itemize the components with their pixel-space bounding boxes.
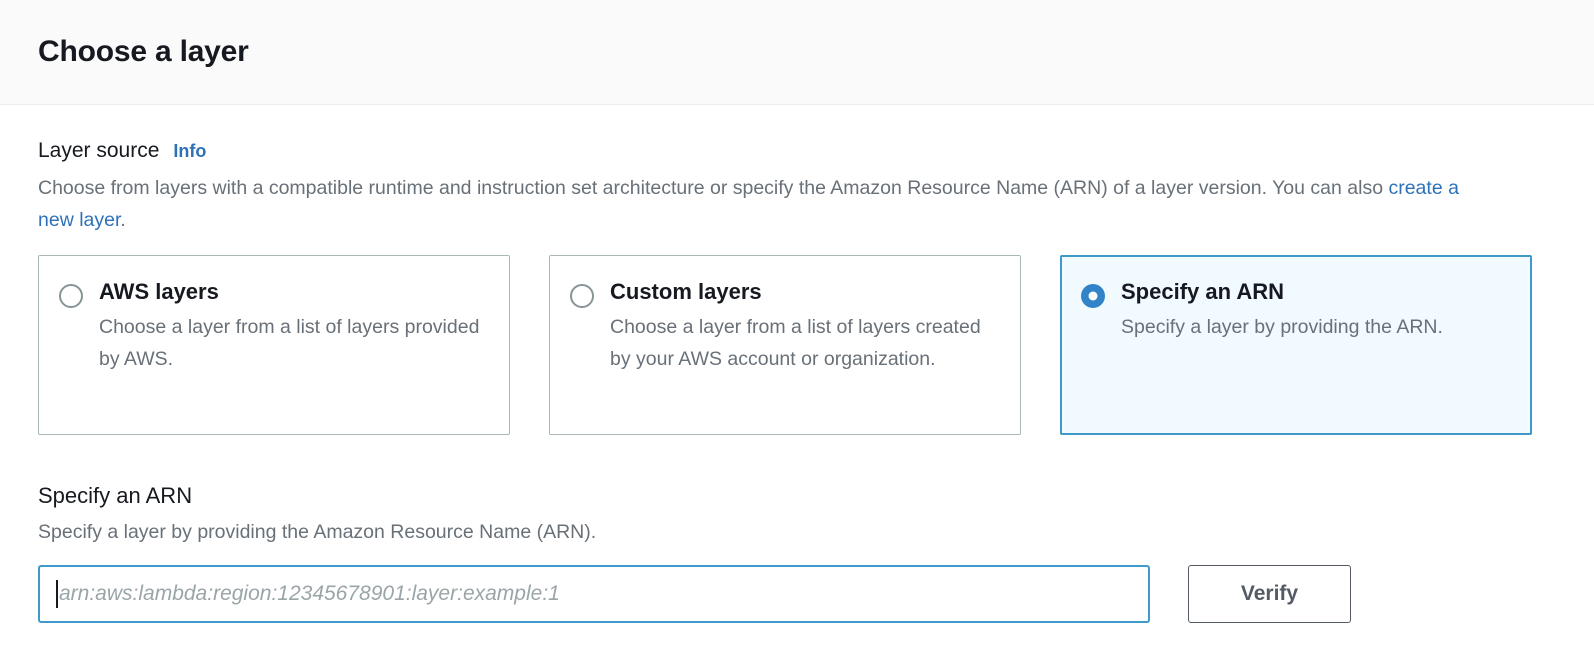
- radio-card-custom-layers-description: Choose a layer from a list of layers cre…: [610, 316, 981, 371]
- layer-source-description-text-1: Choose from layers with a compatible run…: [38, 177, 1389, 199]
- radio-card-aws-layers[interactable]: AWS layers Choose a layer from a list of…: [38, 255, 510, 436]
- layer-source-description: Choose from layers with a compatible run…: [38, 173, 1498, 236]
- info-link[interactable]: Info: [173, 141, 207, 161]
- arn-section: Specify an ARN Specify a layer by provid…: [38, 483, 1556, 624]
- radio-icon-custom-layers[interactable]: [570, 284, 594, 309]
- radio-card-aws-layers-description: Choose a layer from a list of layers pro…: [99, 316, 480, 371]
- radio-card-custom-layers[interactable]: Custom layers Choose a layer from a list…: [549, 255, 1021, 436]
- layer-source-label-row: Layer source Info: [38, 139, 1556, 163]
- arn-section-title: Specify an ARN: [38, 483, 193, 509]
- radio-card-aws-layers-title: AWS layers: [99, 279, 219, 305]
- arn-input[interactable]: arn:aws:lambda:region:12345678901:layer:…: [38, 565, 1150, 624]
- layer-source-description-text-2: .: [120, 208, 126, 231]
- radio-icon-specify-an-arn[interactable]: [1081, 284, 1105, 309]
- radio-card-specify-an-arn-description: Specify a layer by providing the ARN.: [1121, 316, 1443, 339]
- radio-icon-aws-layers[interactable]: [59, 284, 83, 309]
- radio-card-aws-layers-text: AWS layers Choose a layer from a list of…: [99, 279, 487, 375]
- layer-source-options: AWS layers Choose a layer from a list of…: [38, 255, 1556, 436]
- create-a-new-layer-link[interactable]: create a new layer: [38, 177, 1459, 231]
- radio-card-custom-layers-title: Custom layers: [610, 279, 762, 305]
- panel-header: Choose a layer: [0, 0, 1594, 105]
- arn-input-row: arn:aws:lambda:region:12345678901:layer:…: [38, 565, 1556, 624]
- radio-card-specify-an-arn-title: Specify an ARN: [1121, 279, 1285, 305]
- radio-card-specify-an-arn[interactable]: Specify an ARN Specify a layer by provid…: [1060, 255, 1532, 436]
- text-caret: [56, 580, 58, 609]
- verify-button[interactable]: Verify: [1188, 565, 1351, 624]
- arn-input-placeholder: arn:aws:lambda:region:12345678901:layer:…: [59, 582, 560, 606]
- arn-section-description: Specify a layer by providing the Amazon …: [38, 521, 597, 544]
- radio-card-specify-an-arn-text: Specify an ARN Specify a layer by provid…: [1121, 279, 1509, 344]
- page-title: Choose a layer: [38, 35, 249, 68]
- layer-source-label: Layer source: [38, 139, 160, 162]
- panel-body: Layer source Info Choose from layers wit…: [0, 105, 1594, 624]
- radio-card-custom-layers-text: Custom layers Choose a layer from a list…: [610, 279, 998, 375]
